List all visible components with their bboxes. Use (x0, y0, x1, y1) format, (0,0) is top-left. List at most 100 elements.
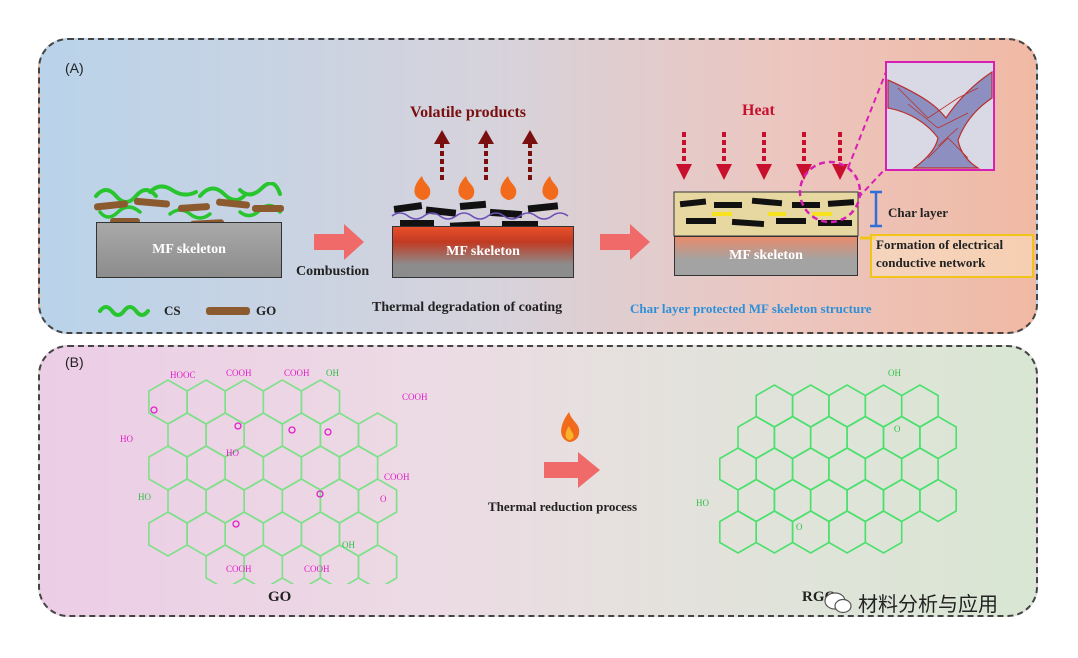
carbon-ring (148, 445, 188, 491)
carbon-ring (718, 510, 757, 554)
char-layer-label: Char layer (888, 205, 949, 220)
carbon-ring (167, 478, 207, 524)
annotation-brackets (860, 190, 882, 240)
carbon-ring (791, 510, 830, 554)
carbon-ring (864, 510, 903, 554)
watermark: 材料分析与应用 (824, 588, 998, 617)
carbon-ring (243, 412, 284, 458)
legend-go-icon (206, 307, 250, 315)
go-group-hooc: HOOC (170, 370, 196, 380)
carbon-ring (718, 447, 757, 491)
carbon-ring (300, 379, 341, 425)
network-annotation-box: Formation of electrical conductive netwo… (870, 234, 1034, 278)
degraded-coating (391, 200, 569, 229)
flame-icon (414, 176, 559, 200)
watermark-text: 材料分析与应用 (858, 592, 998, 616)
carbon-ring (791, 447, 830, 491)
panel-b-label: (B) (65, 354, 84, 370)
carbon-ring (224, 379, 265, 425)
carbon-ring (882, 478, 921, 523)
legend-cs-icon (98, 305, 150, 317)
carbon-ring (846, 415, 885, 460)
carbon-ring (828, 447, 867, 491)
carbon-ring (809, 415, 848, 460)
carbon-ring (737, 478, 776, 523)
carbon-ring (773, 415, 812, 460)
go-group-cooh: COOH (284, 368, 310, 378)
carbon-ring (300, 511, 341, 557)
rgo-group-ho: HO (696, 498, 709, 508)
go-group-cooh: COOH (384, 472, 410, 482)
process-arrow (314, 224, 364, 260)
carbon-ring (186, 445, 226, 491)
mf-skeleton-block: MF skeleton (96, 222, 282, 278)
carbon-ring (755, 510, 794, 554)
go-group-oh: OH (326, 368, 339, 378)
go-group-cooh: COOH (226, 564, 252, 574)
carbon-ring (900, 384, 939, 428)
carbon-ring (357, 478, 398, 524)
carbon-ring (205, 478, 245, 524)
flame-icon (561, 412, 580, 442)
heat-arrows (676, 132, 848, 180)
panel-a (38, 38, 1038, 334)
carbon-ring (773, 478, 812, 523)
carbon-ring (864, 384, 903, 428)
carbon-ring (357, 412, 398, 458)
process-arrow (600, 224, 650, 260)
combustion-label: Combustion (296, 264, 370, 279)
go-group-cooh: COOH (304, 564, 330, 574)
carbon-ring (319, 478, 360, 524)
carbon-ring (882, 415, 921, 460)
carbon-ring (919, 478, 958, 523)
carbon-ring (262, 445, 303, 491)
panel-b (38, 345, 1038, 617)
mf-skeleton-block-burning: MF skeleton (392, 226, 574, 278)
carbon-ring (357, 544, 398, 584)
reduction-arrow (544, 452, 600, 488)
carbon-ring (755, 384, 794, 428)
rgo-group-o: O (894, 424, 901, 434)
legend-cs-label: CS (164, 303, 181, 318)
volatile-arrows (434, 130, 538, 180)
carbon-ring (864, 447, 903, 491)
go-caption: GO (268, 589, 292, 605)
network-label-line1: Formation of electrical (876, 237, 1004, 252)
carbon-ring (281, 412, 322, 458)
carbon-ring (167, 412, 207, 458)
carbon-ring (791, 384, 830, 428)
carbon-ring (148, 379, 188, 425)
carbon-ring (186, 379, 226, 425)
go-group-cooh: COOH (226, 368, 252, 378)
go-group-ho: HO (226, 448, 239, 458)
carbon-ring (300, 445, 341, 491)
carbon-ring (243, 478, 284, 524)
carbon-ring (338, 445, 379, 491)
rgo-group-o: O (796, 522, 803, 532)
carbon-ring (809, 478, 848, 523)
rgo-molecule: OH HO O O (696, 368, 958, 554)
legend-go-label: GO (256, 303, 277, 318)
panel-a-label: (A) (65, 60, 84, 76)
char-network-inset (798, 61, 995, 224)
go-group-ho: HO (138, 492, 151, 502)
rgo-group-oh: OH (888, 368, 901, 378)
carbon-ring (262, 379, 303, 425)
protected-caption: Char layer protected MF skeleton structu… (630, 301, 872, 316)
carbon-ring (828, 510, 867, 554)
carbon-ring (755, 447, 794, 491)
carbon-ring (846, 478, 885, 523)
degradation-caption: Thermal degradation of coating (372, 300, 563, 315)
go-group-ho: HO (120, 434, 133, 444)
carbon-ring (900, 447, 939, 491)
carbon-ring (224, 511, 265, 557)
volatile-products-label: Volatile products (410, 104, 527, 121)
carbon-ring (148, 511, 188, 557)
carbon-ring (262, 511, 303, 557)
go-group-cooh: COOH (402, 392, 428, 402)
carbon-ring (919, 415, 958, 460)
heat-label: Heat (742, 102, 775, 119)
network-label-line2: conductive network (876, 255, 986, 270)
go-molecule: HOOC COOH COOH COOH HO HO COOH COOH COOH… (120, 368, 428, 584)
carbon-ring (186, 511, 226, 557)
